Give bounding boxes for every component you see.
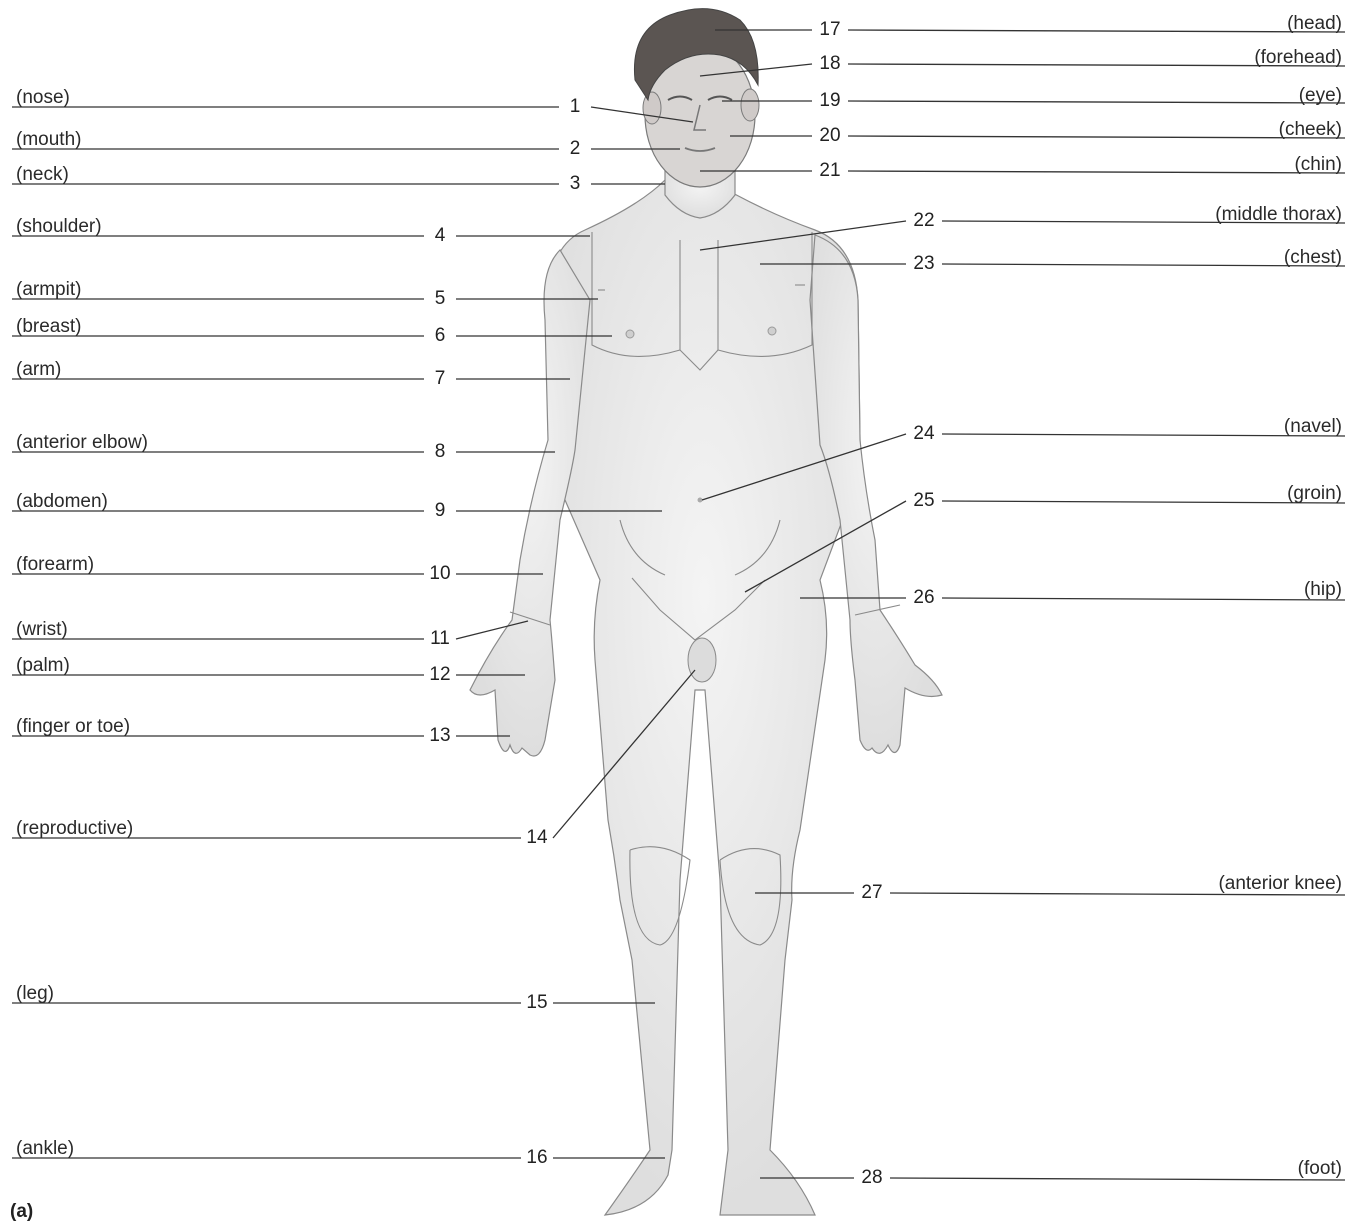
- label-number-25: 25: [909, 491, 938, 511]
- answer-12: (palm): [16, 656, 70, 676]
- body-outline: [470, 165, 942, 1215]
- answer-23: (chest): [1284, 248, 1342, 268]
- label-number-26: 26: [909, 588, 938, 608]
- label-number-16: 16: [522, 1148, 551, 1168]
- answer-13: (finger or toe): [16, 717, 130, 737]
- navel-mark: [698, 498, 703, 503]
- label-number-19: 19: [815, 91, 844, 111]
- label-number-24: 24: [909, 424, 938, 444]
- answer-4: (shoulder): [16, 217, 102, 237]
- label-number-20: 20: [815, 126, 844, 146]
- answer-3: (neck): [16, 165, 69, 185]
- answer-line-19: [848, 101, 1345, 103]
- label-number-23: 23: [909, 254, 938, 274]
- answer-line-28: [890, 1178, 1345, 1180]
- label-number-11: 11: [426, 629, 454, 649]
- answer-1: (nose): [16, 88, 70, 108]
- answer-line-25: [942, 501, 1345, 503]
- figure-label: (a): [10, 1201, 33, 1223]
- answer-line-26: [942, 598, 1345, 600]
- answer-14: (reproductive): [16, 819, 133, 839]
- head-group: [634, 9, 759, 187]
- label-number-15: 15: [522, 993, 551, 1013]
- right-nipple: [768, 327, 776, 335]
- answer-21: (chin): [1294, 155, 1342, 175]
- answer-line-20: [848, 136, 1345, 138]
- answer-16: (ankle): [16, 1139, 74, 1159]
- answer-28: (foot): [1298, 1159, 1342, 1179]
- answer-26: (hip): [1304, 580, 1342, 600]
- label-number-9: 9: [431, 501, 450, 521]
- answer-22: (middle thorax): [1215, 205, 1342, 225]
- answer-6: (breast): [16, 317, 81, 337]
- label-number-1: 1: [566, 97, 585, 117]
- left-nipple: [626, 330, 634, 338]
- answer-19: (eye): [1299, 86, 1342, 106]
- label-number-2: 2: [566, 139, 585, 159]
- label-number-12: 12: [425, 665, 454, 685]
- answer-25: (groin): [1287, 484, 1342, 504]
- label-number-8: 8: [431, 442, 450, 462]
- label-number-28: 28: [857, 1168, 886, 1188]
- answer-10: (forearm): [16, 555, 94, 575]
- label-number-3: 3: [566, 174, 585, 194]
- label-number-13: 13: [425, 726, 454, 746]
- answer-line-21: [848, 171, 1345, 173]
- answer-5: (armpit): [16, 280, 81, 300]
- right-ear: [741, 89, 759, 121]
- label-number-27: 27: [857, 883, 886, 903]
- answer-11: (wrist): [16, 620, 68, 640]
- answer-27: (anterior knee): [1218, 874, 1342, 894]
- label-number-17: 17: [815, 20, 844, 40]
- answer-7: (arm): [16, 360, 61, 380]
- answer-18: (forehead): [1254, 48, 1342, 68]
- label-number-7: 7: [431, 369, 450, 389]
- label-number-14: 14: [522, 828, 551, 848]
- label-number-4: 4: [431, 226, 450, 246]
- answer-9: (abdomen): [16, 492, 108, 512]
- label-number-6: 6: [431, 326, 450, 346]
- label-number-21: 21: [815, 161, 844, 181]
- answer-line-17: [848, 30, 1345, 32]
- answer-2: (mouth): [16, 130, 81, 150]
- label-number-22: 22: [909, 211, 938, 231]
- label-number-5: 5: [431, 289, 450, 309]
- answer-15: (leg): [16, 984, 54, 1004]
- label-number-18: 18: [815, 54, 844, 74]
- label-number-10: 10: [425, 564, 454, 584]
- answer-8: (anterior elbow): [16, 433, 148, 453]
- answer-24: (navel): [1284, 417, 1342, 437]
- answer-17: (head): [1287, 14, 1342, 34]
- genitals-shape: [688, 638, 716, 682]
- answer-20: (cheek): [1279, 120, 1342, 140]
